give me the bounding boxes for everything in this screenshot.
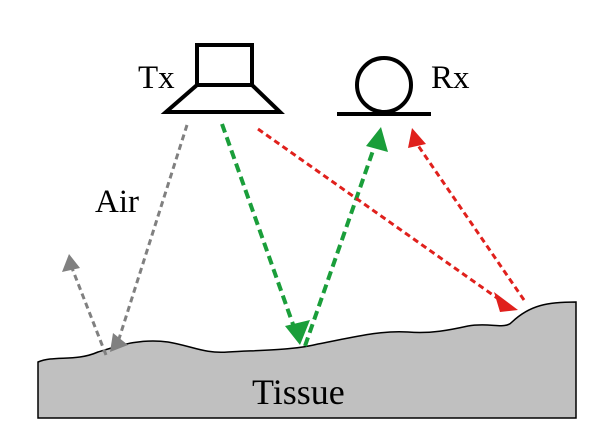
main-incident-arrow <box>220 123 297 331</box>
scatter-incident-arrowhead <box>494 292 518 312</box>
main-incident-arrowhead <box>285 320 310 345</box>
receiver-label: Rx <box>431 60 470 96</box>
main-reflected-arrow <box>303 141 378 347</box>
transmitter-label: Tx <box>138 60 175 96</box>
transmitter-icon <box>160 43 285 114</box>
scatter-reflected-arrow <box>415 143 526 301</box>
air-incident-arrow <box>116 124 189 343</box>
main-path <box>220 123 388 347</box>
air-reflected-arrowhead <box>62 254 80 272</box>
scatter-reflected-arrowhead <box>408 128 426 148</box>
air-path <box>62 124 189 356</box>
air-reflected-arrow <box>70 267 108 356</box>
receiver-icon <box>337 56 431 116</box>
medium-label: Air <box>95 184 139 220</box>
main-reflected-arrowhead <box>366 127 388 152</box>
target-label: Tissue <box>252 372 345 412</box>
scatter-path <box>257 127 526 312</box>
air-incident-arrowhead <box>110 333 128 352</box>
